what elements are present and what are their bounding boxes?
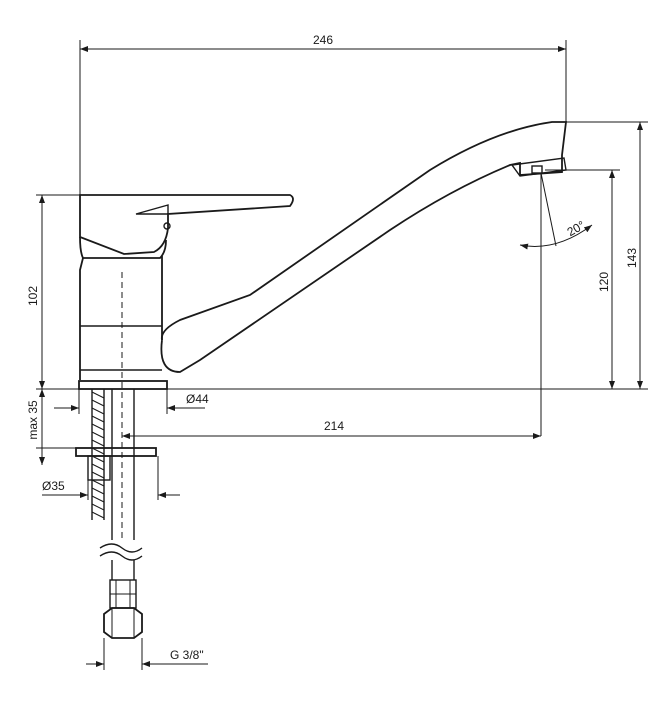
mounting-hardware (75, 389, 157, 639)
thread-label: G 3/8" (170, 648, 204, 662)
lever-pin (163, 222, 171, 230)
body-cylinder (79, 256, 163, 380)
mounting-nut (87, 455, 111, 481)
break-symbol-top (99, 543, 143, 553)
lever-tip-detail (135, 204, 169, 215)
hex-connector-nut (103, 607, 143, 639)
base-ring (78, 380, 168, 390)
break-symbol-bottom (99, 551, 143, 561)
lever-handle (79, 194, 294, 255)
faucet-outline (78, 121, 568, 390)
overall-width-label: 246 (313, 33, 333, 47)
deck-thickness-label: max 35 (26, 400, 40, 440)
dimension-outlet-height: 120 (545, 169, 620, 389)
body-height-label: 102 (26, 286, 40, 306)
shank-diameter-label: Ø35 (42, 479, 65, 493)
spout (160, 121, 568, 373)
outlet-height-label: 120 (597, 272, 611, 292)
dimension-spout-reach: 214 (122, 419, 541, 439)
total-height-label: 143 (625, 248, 639, 268)
base-diameter-label: Ø44 (186, 392, 209, 406)
handle-neck (79, 236, 167, 259)
dimension-swivel-angle: 20° (519, 172, 593, 436)
dimension-overall-width: 246 (79, 33, 567, 195)
dimension-body-height: 102 (26, 194, 80, 390)
dimension-deck-thickness: max 35 (26, 389, 76, 465)
swivel-angle-label: 20° (565, 218, 588, 239)
threaded-rod (91, 389, 105, 520)
dimension-thread: G 3/8" (86, 638, 208, 670)
aerator-nozzle (531, 165, 543, 174)
dimension-shank-diameter: Ø35 (42, 456, 180, 500)
dimension-total-height: 143 (560, 121, 648, 389)
dimension-base-diameter: Ø44 (54, 389, 209, 414)
spout-reach-label: 214 (324, 419, 344, 433)
mounting-plate (75, 447, 157, 457)
